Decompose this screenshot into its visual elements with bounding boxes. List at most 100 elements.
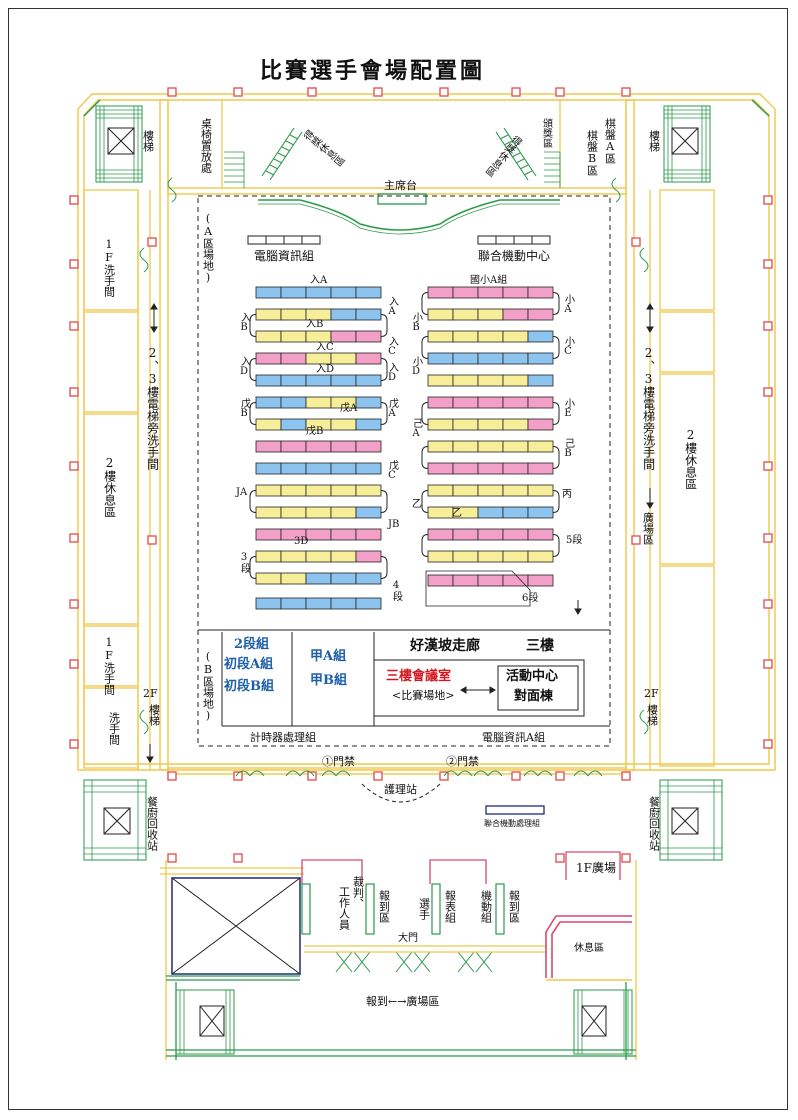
right-table-12-4 [527,550,554,563]
right-table-3-2 [477,352,504,365]
label-gate2: ②門禁 [446,755,479,768]
bracket-left-a-1 [249,358,257,381]
right-table-5-3 [502,396,529,409]
pillar-3 [373,87,383,97]
label-group-init-a: 初段A組 [224,657,274,672]
bracket-right-a-0 [421,292,429,315]
label-group-jia-b: 甲B組 [310,673,347,688]
bracket-right-a-3 [421,446,429,469]
label-venue: <比賽場地> [392,689,455,702]
left-table-6-3 [330,418,357,431]
pillar-18 [763,259,773,269]
right-table-13-0 [427,574,454,587]
right-table-7-4 [527,440,554,453]
pillar-40 [555,853,565,863]
left-table-10-4 [355,506,382,519]
right-table-10-0 [427,506,454,519]
pillar-0 [167,87,177,97]
label-corridor: 好漢坡走廊 [410,638,480,654]
label-opposite-building: 對面棟 [514,689,554,704]
row-wu-a-in: 戊A [340,403,358,414]
pillar-9 [69,259,79,269]
row-ja: JA [236,487,248,498]
bracket-left-a-0 [249,314,257,337]
left-table-0-3 [330,286,357,299]
left-table-3-1 [280,352,307,365]
row-xiao-b: 小B [410,312,422,333]
right-table-12-1 [452,550,479,563]
label-computer: 電腦資訊組 [254,249,315,263]
right-table-11-0 [427,528,454,541]
left-table-0-0 [255,286,282,299]
row-xiao-c: 小C [562,336,574,357]
label-rest-2f-right: 2樓休息區 [683,428,698,490]
left-table-4-0 [255,374,282,387]
top-corner-rooms [167,100,627,188]
right-table-0-2 [477,286,504,299]
left-table-14-0 [255,597,282,610]
pillar-29 [631,535,641,545]
right-table-11-2 [477,528,504,541]
label-player: 選手 [417,898,431,920]
label-cafeteria-left: 餐廚回收站 [145,796,159,851]
label-rest-2f-left: 2樓休息區 [102,456,117,518]
label-gate1: ①門禁 [322,755,355,768]
left-table-12-0 [255,550,282,563]
row-3dan: 3段 [238,552,250,573]
left-table-2-2 [305,330,332,343]
left-table-7-0 [255,440,282,453]
pillar-23 [763,599,773,609]
left-table-13-0 [255,572,282,585]
right-table-4-4 [527,374,554,387]
winner-ladder-left [261,127,303,181]
door-hall-3 [443,770,473,777]
pillar-16 [69,739,79,749]
left-table-6-4 [355,418,382,431]
pillar-12 [69,461,79,471]
bracket-left-b-1 [380,358,388,381]
left-table-11-2 [305,528,332,541]
label-report-plaza: 報到←→廣場區 [366,995,440,1008]
row-wu-a: 戊A [386,398,398,419]
left-table-6-0 [255,418,282,431]
small-stairs [224,151,561,188]
door-side-4 [139,709,149,735]
rest-area-wall [545,915,632,981]
left-table-0-2 [305,286,332,299]
page-title: 比賽選手會場配置圖 [260,58,486,84]
left-table-1-3 [330,308,357,321]
left-table-7-2 [305,440,332,453]
pillar-39 [233,853,243,863]
bracket-right-a-1 [421,336,429,359]
pillar-20 [763,387,773,397]
left-table-9-0 [255,484,282,497]
row-jb: JB [388,519,400,530]
label-stairs-2f-left: 樓梯 [147,704,161,726]
winner-ladder-right [495,127,537,181]
pillar-21 [763,461,773,471]
left-table-5-1 [280,396,307,409]
reception-desks [301,883,505,935]
row-ru-c-in: 入C [316,342,334,353]
pillar-32 [307,771,317,781]
right-table-3-3 [502,352,529,365]
row-xiao-a: 小A [562,294,574,315]
right-table-12-3 [502,550,529,563]
left-table-2-0 [255,330,282,343]
pillar-6 [555,87,565,97]
label-rest-area: 休息區 [574,943,604,954]
left-table-1-1 [280,308,307,321]
right-table-0-0 [427,286,454,299]
pillar-15 [69,659,79,669]
door-hall-2 [321,770,351,777]
bracket-left-b-3 [380,490,388,513]
bracket-left-a-3 [249,490,257,513]
row-ru-c: 入C [386,336,398,357]
label-group-jia-a: 甲A組 [310,649,347,664]
row-yi: 乙 [412,499,422,510]
row-brackets [249,292,560,579]
label-restroom-1f-mid: 1F洗手間 [102,636,116,695]
reception-frames [301,851,621,884]
pillar-25 [763,739,773,749]
